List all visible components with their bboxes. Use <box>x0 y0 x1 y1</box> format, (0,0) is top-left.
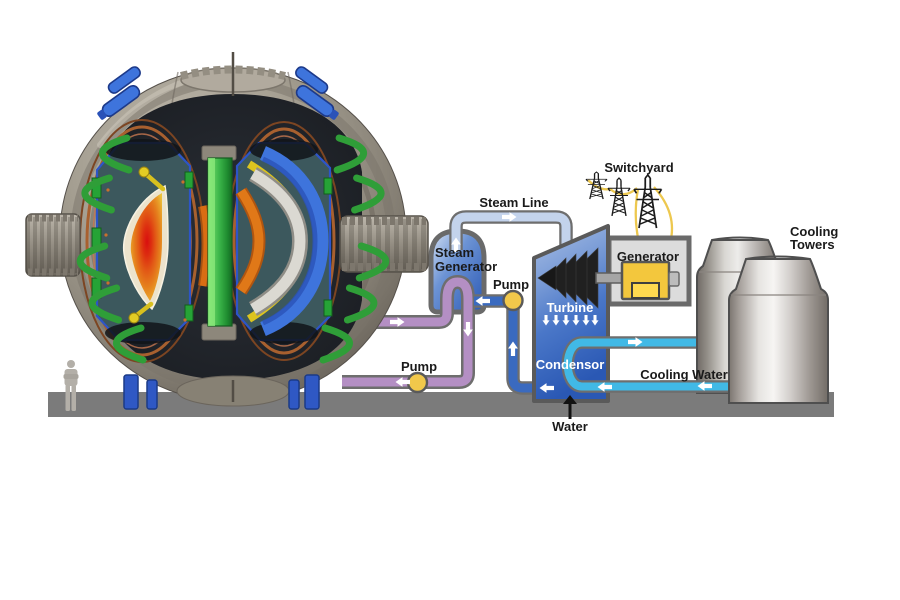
cooling-water-label: Cooling Water <box>640 367 728 382</box>
feedwater-pump-label: Pump <box>493 277 529 292</box>
cooling-towers-label-line2: Towers <box>790 237 835 252</box>
cooling-water-pipe <box>561 336 733 393</box>
vessel-bands-right <box>198 160 309 323</box>
feedwater-pump <box>502 289 524 312</box>
turbine-blades-icon <box>537 247 599 309</box>
generator-label: Generator <box>617 249 679 264</box>
steam-generator-label-line2: Generator <box>435 259 497 274</box>
water-arrow-icon <box>563 395 577 419</box>
switchyard-label: Switchyard <box>604 160 673 175</box>
pylon-icon <box>633 174 663 229</box>
ground <box>48 392 834 417</box>
support-legs <box>123 374 320 410</box>
cooling-towers-label-line1: Cooling <box>790 224 838 239</box>
equator-ring-left <box>25 213 81 277</box>
divertor-top <box>138 166 150 178</box>
steam-line-label: Steam Line <box>479 195 548 210</box>
primary-pump <box>406 371 429 394</box>
steam-generator-label-line1: Steam <box>435 245 474 260</box>
central-solenoid <box>201 145 237 341</box>
primary-loop-pipe <box>342 275 475 389</box>
tokamak <box>25 52 429 410</box>
poloidal-coils <box>76 134 390 364</box>
generator-machine <box>620 260 680 301</box>
toroidal-coil-blue <box>259 146 329 336</box>
water-label: Water <box>552 419 588 434</box>
cooling-tower-front <box>728 255 829 404</box>
top-ports-left <box>97 66 141 120</box>
primary-pump-label: Pump <box>401 359 437 374</box>
pylon-icon <box>607 177 631 217</box>
scale-person <box>63 360 79 411</box>
top-ports-right <box>295 66 339 120</box>
plasma <box>122 166 169 324</box>
turbine-label: Turbine <box>547 300 594 315</box>
condenser-label: Condensor <box>536 357 605 372</box>
divertor-bottom <box>128 312 140 324</box>
